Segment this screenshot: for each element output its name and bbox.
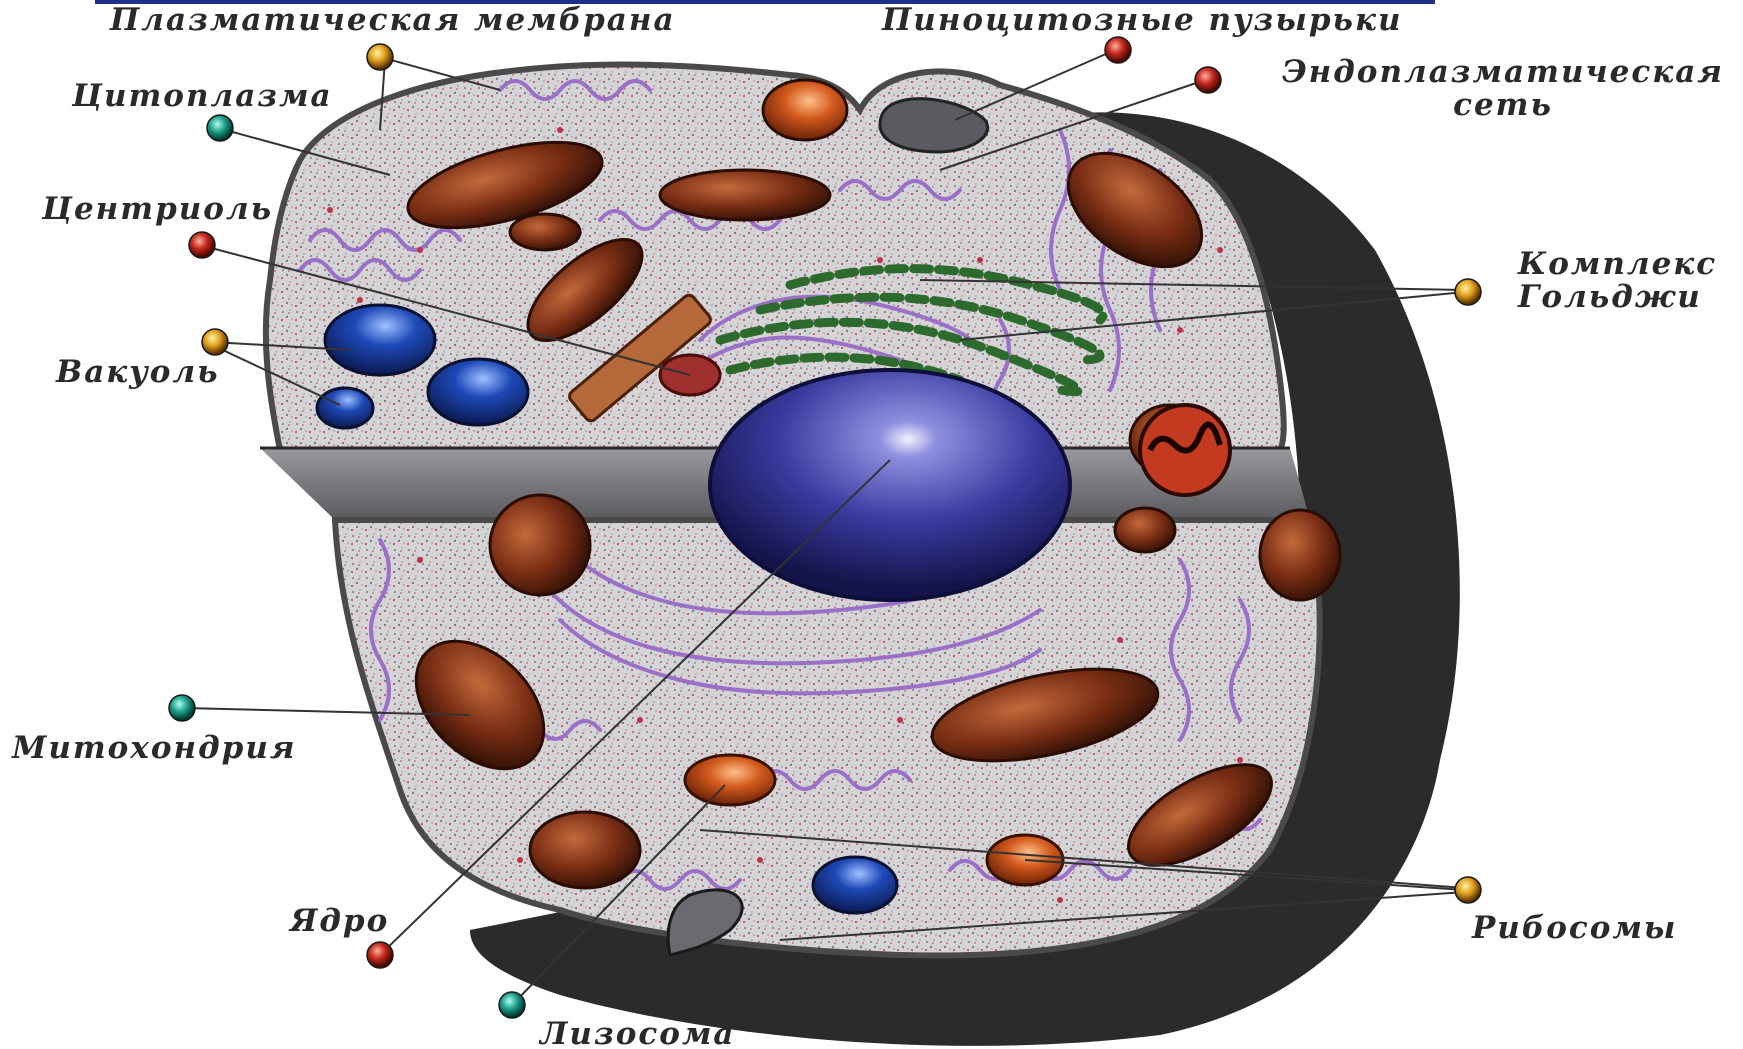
label-nucleus: Ядро — [290, 905, 389, 938]
label-mitochondrion: Митохондрия — [12, 732, 297, 765]
label-cytoplasm: Цитоплазма — [72, 80, 333, 113]
pin-vacuole — [202, 329, 228, 355]
pin-ribosomes — [1455, 877, 1481, 903]
pin-golgi — [1455, 279, 1481, 305]
label-golgi: Комплекс Гольджи — [1518, 248, 1717, 314]
pin-er — [1195, 67, 1221, 93]
label-ribosomes: Рибосомы — [1472, 912, 1677, 945]
label-pinocytic-vesicles: Пиноцитозные пузырьки — [882, 4, 1403, 37]
label-lysosome: Лизосома — [540, 1018, 736, 1049]
label-centriole: Центриоль — [42, 193, 273, 226]
cut-mitochondrion — [1140, 405, 1230, 495]
pin-centriole — [189, 232, 215, 258]
label-er-line2: сеть — [1268, 89, 1738, 122]
pin-mitochondrion — [169, 695, 195, 721]
label-golgi-line1: Комплекс — [1518, 248, 1717, 281]
pin-plasma-membrane — [367, 44, 393, 70]
label-vacuole: Вакуоль — [56, 356, 220, 389]
label-golgi-line2: Гольджи — [1518, 281, 1717, 314]
label-endoplasmic-reticulum: Эндоплазматическая сеть — [1268, 56, 1738, 122]
pin-cytoplasm — [207, 115, 233, 141]
pin-lysosome — [499, 992, 525, 1018]
label-plasma-membrane: Плазматическая мембрана — [110, 4, 676, 37]
pin-nucleus — [367, 942, 393, 968]
nucleus — [710, 370, 1070, 600]
label-er-line1: Эндоплазматическая — [1268, 56, 1738, 89]
pin-pinocytic-vesicles — [1105, 37, 1131, 63]
